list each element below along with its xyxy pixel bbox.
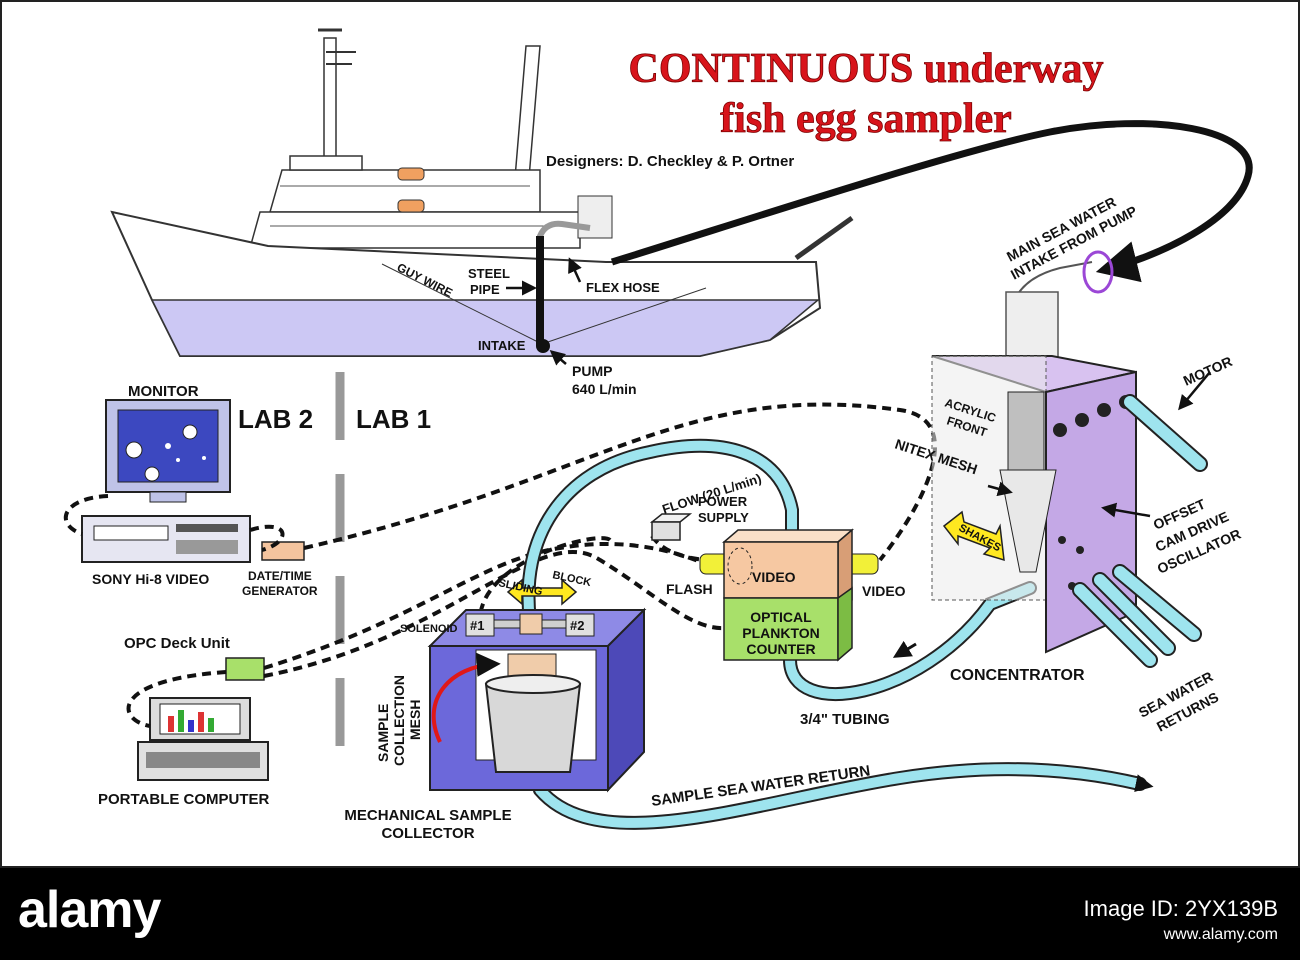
guy-wire (381, 263, 543, 345)
designers-credit: Designers: D. Checkley & P. Ortner (546, 153, 794, 170)
return-hose-3 (1114, 566, 1200, 640)
sliding-block (519, 613, 543, 635)
flex-hose (537, 220, 591, 340)
tubing-arrow (892, 640, 917, 658)
flow-tubing (523, 441, 797, 625)
watermark-image-id: Image ID: 2YX139B (1083, 896, 1278, 921)
lifeboat-icon (397, 199, 425, 213)
title-line-1: CONTINUOUS underway (629, 46, 1104, 92)
winch-housing (577, 195, 613, 239)
nitex-mesh-cone (999, 469, 1057, 573)
opc-label-1: OPTICAL (750, 609, 812, 625)
fish-egg-sampler-diagram: CONTINUOUS underway fish egg sampler Des… (0, 0, 1300, 868)
motor-hose (1124, 396, 1206, 470)
lifeboat-icon (397, 167, 425, 181)
mesh-label-1: SAMPLE (375, 704, 391, 762)
video-out-label: VIDEO (862, 583, 906, 599)
return-hose-1 (1074, 584, 1156, 666)
research-ship (110, 28, 854, 366)
pump-label: PUMP (572, 363, 612, 379)
solenoid-1-label: #1 (470, 618, 484, 633)
steel-label: STEEL (468, 266, 510, 281)
collector-control-cable (478, 536, 612, 621)
mesh-arrow (431, 652, 501, 743)
pipe-label: PIPE (470, 282, 500, 297)
intake-label: INTAKE (478, 338, 526, 353)
optical-plankton-counter (699, 528, 879, 662)
pump-rate-label: 640 L/min (572, 381, 637, 397)
concentrator (931, 250, 1137, 654)
watermark-logo: alamy (18, 881, 161, 939)
power-label-2: SUPPLY (698, 510, 749, 525)
collector-label-2: COLLECTOR (381, 825, 474, 842)
watermark-url: www.alamy.com (1163, 926, 1278, 943)
solenoid-2-label: #2 (570, 618, 584, 633)
date-time-label-1: DATE/TIME (248, 569, 312, 583)
title-line-2: fish egg sampler (720, 96, 1012, 142)
solenoid-label: SOLENOID (400, 623, 458, 635)
mesh-label-3: MESH (407, 700, 423, 740)
generator-video-cable (303, 402, 937, 562)
deck-unit-opc-cable (263, 549, 725, 678)
sliding-arrow-icon (506, 578, 578, 606)
opc-label-3: COUNTER (746, 641, 815, 657)
opc-label-2: PLANKTON (742, 625, 820, 641)
forward-mast (323, 37, 337, 169)
intake-pump (536, 339, 550, 353)
lab-1-label: LAB 1 (356, 404, 431, 434)
monitor-label: MONITOR (128, 383, 199, 400)
three-quarter-tubing (785, 583, 1035, 699)
portable-computer-icon (137, 697, 269, 781)
date-time-generator (261, 541, 305, 561)
watermark-bar (0, 868, 1300, 960)
tubing-label: 3/4" TUBING (800, 711, 890, 728)
flash-label: FLASH (666, 581, 713, 597)
monitor-icon (105, 399, 231, 503)
guy-wire (541, 287, 707, 345)
video-recorder-icon (81, 515, 251, 563)
return-hose-2 (1094, 574, 1174, 654)
video-box-label: VIDEO (752, 569, 796, 585)
date-time-label-2: GENERATOR (242, 584, 318, 598)
hull-underwater (150, 299, 821, 357)
monitor-video-cable (63, 494, 109, 536)
power-label-1: POWER (698, 494, 748, 509)
opc-deck-unit-label: OPC Deck Unit (124, 635, 230, 652)
aft-crane (794, 215, 854, 261)
sample-return-tubing (535, 764, 1145, 828)
power-supply (651, 521, 681, 541)
portable-computer-label: PORTABLE COMPUTER (98, 791, 270, 808)
shakes-arrow-icon (942, 510, 1005, 562)
concentrator-label: CONCENTRATOR (950, 667, 1085, 684)
opc-deck-unit (225, 657, 265, 681)
sample-bucket-icon (484, 683, 582, 773)
video-generator-cable (249, 524, 285, 552)
collector-label-1: MECHANICAL SAMPLE (344, 807, 511, 824)
return-arrow (1134, 774, 1154, 793)
video-recorder-label: SONY Hi-8 VIDEO (92, 571, 209, 587)
intake-ring (1082, 250, 1114, 294)
mesh-label-2: COLLECTION (391, 675, 407, 766)
lab-2-label: LAB 2 (238, 404, 313, 434)
deck-unit-computer-cable (126, 670, 227, 728)
flex-hose-label: FLEX HOSE (586, 280, 660, 295)
main-intake-hose (610, 120, 1253, 283)
mechanical-sample-collector (427, 607, 647, 793)
